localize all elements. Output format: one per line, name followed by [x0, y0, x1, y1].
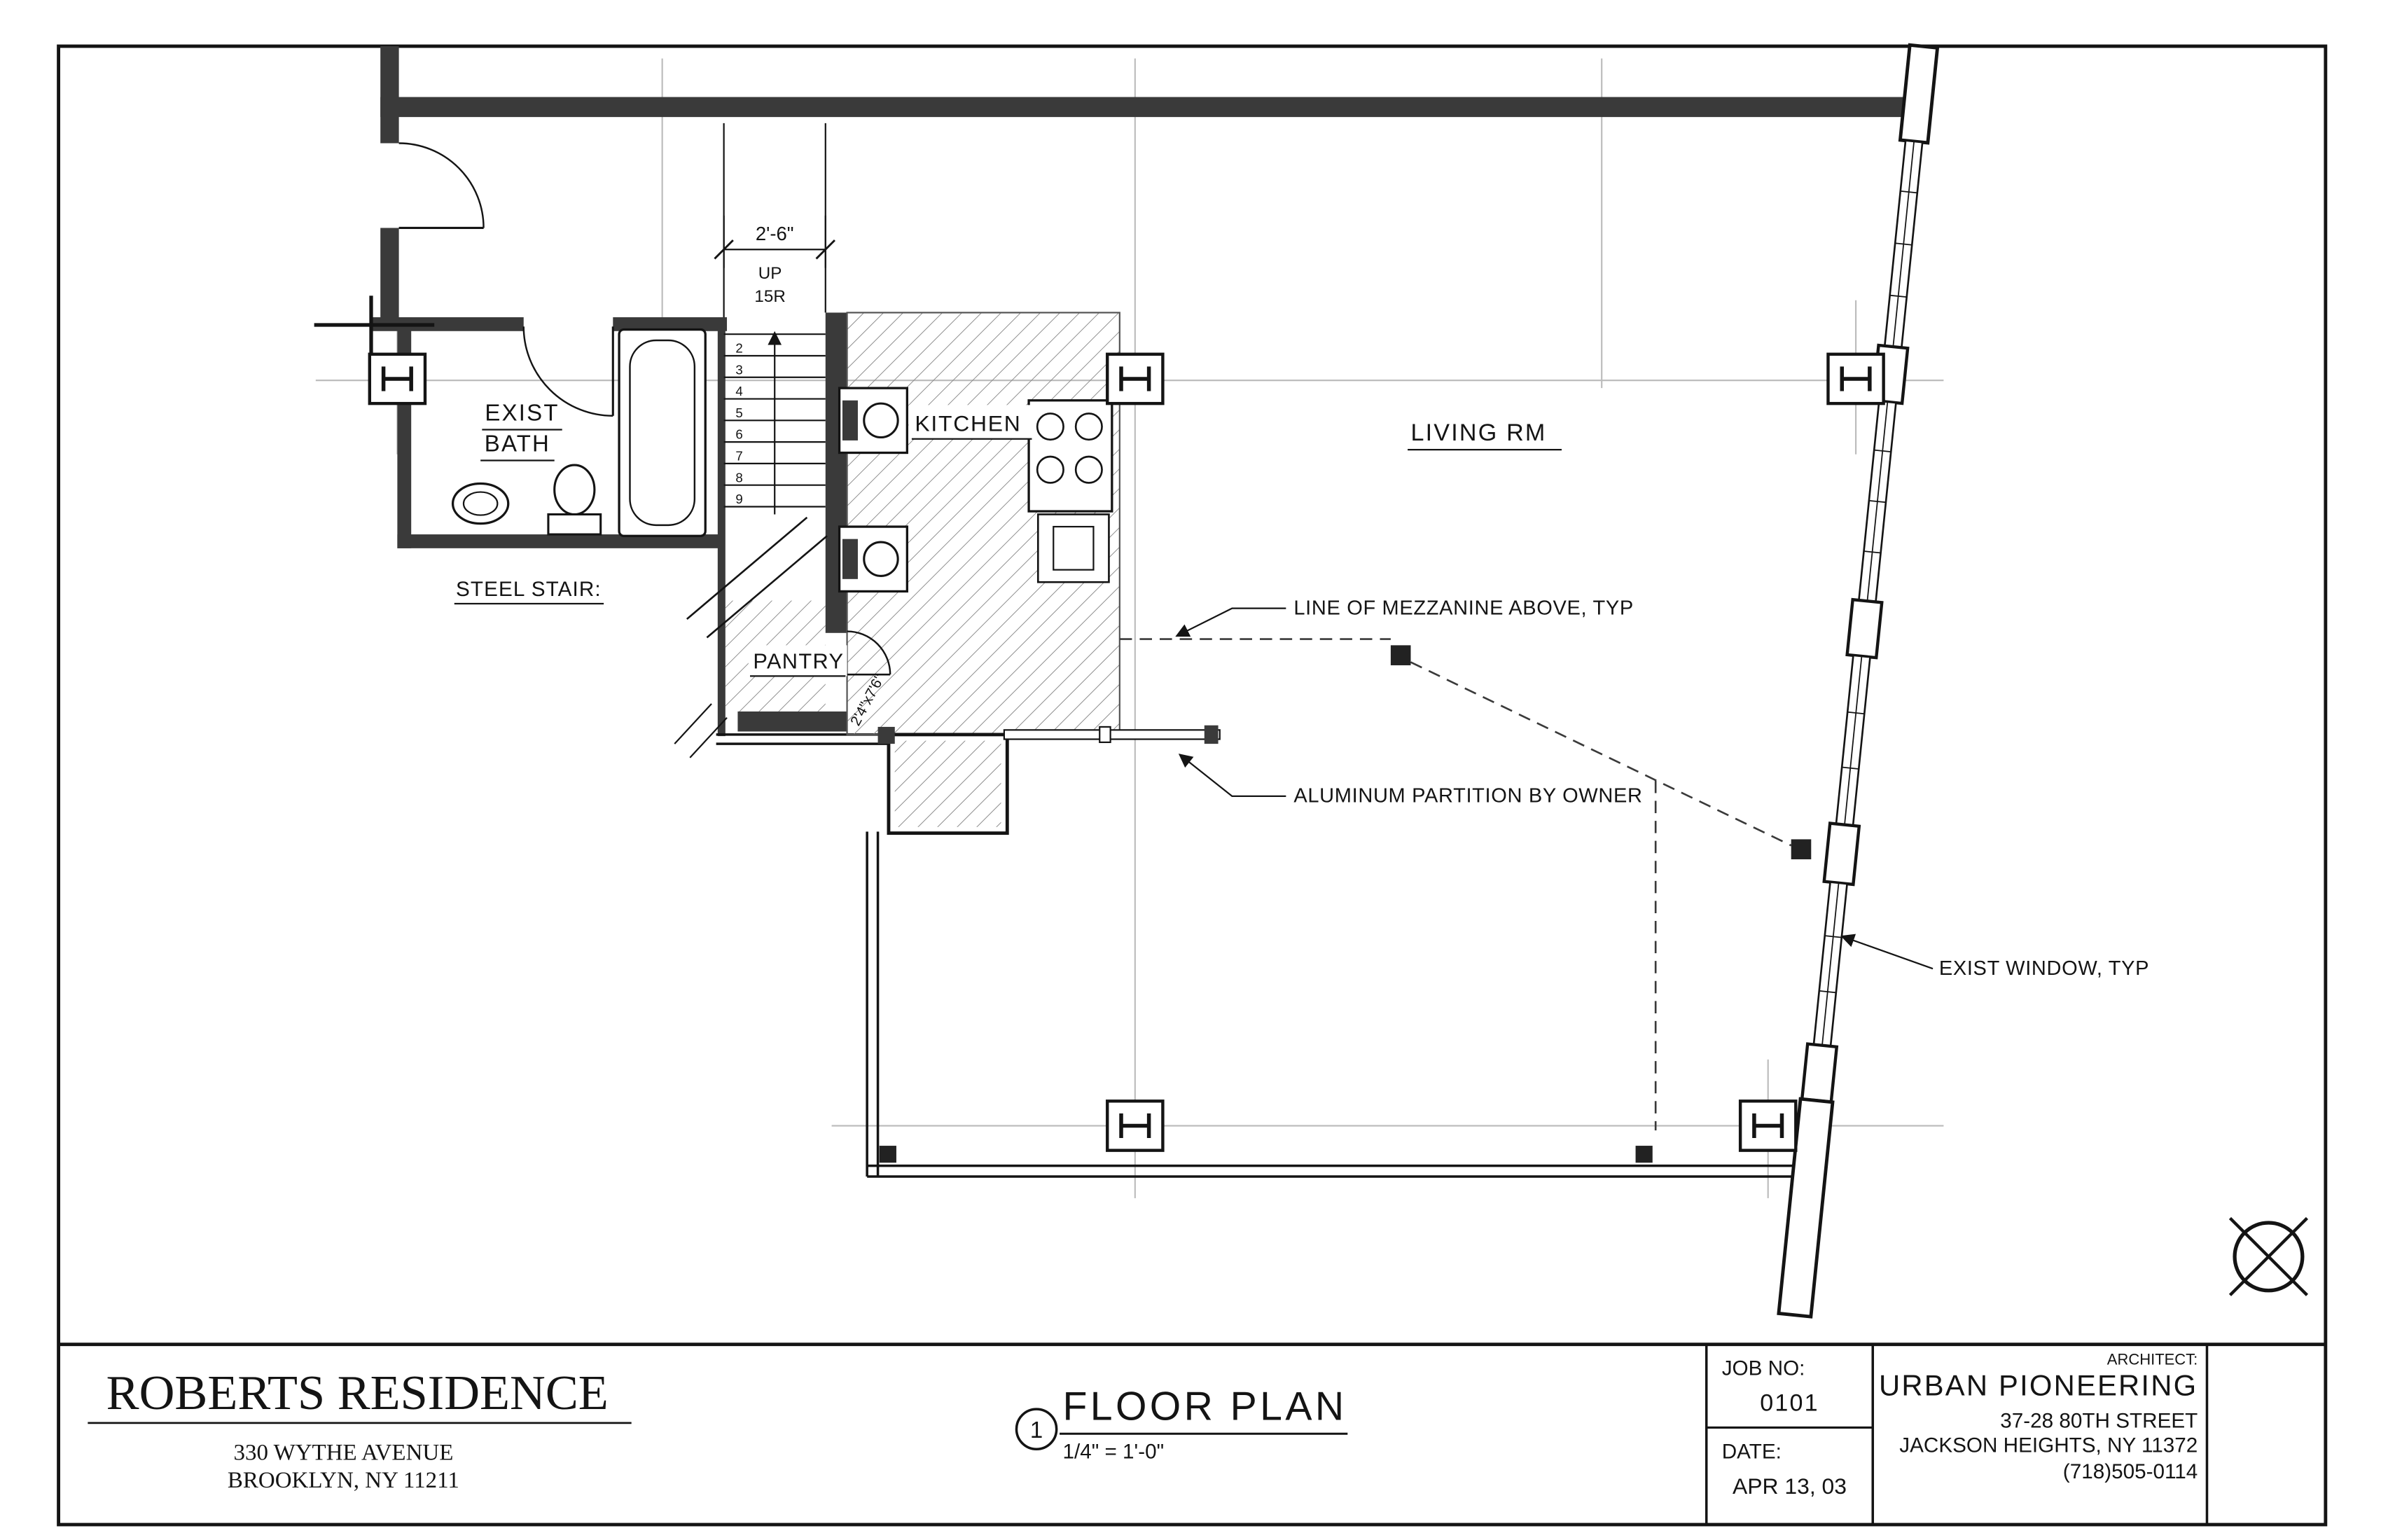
pantry-wall	[737, 711, 847, 732]
tread-number: 7	[735, 449, 742, 464]
steel-columns	[368, 352, 1885, 1152]
column-square	[1390, 645, 1411, 665]
stair-numbers: 2 3 4 5 6 7 8 9	[735, 341, 742, 507]
window-segment	[1857, 400, 1897, 603]
job-number: 0101	[1760, 1389, 1819, 1416]
bathroom	[451, 326, 707, 537]
label-pantry: PANTRY	[753, 648, 844, 673]
bathtub	[618, 328, 707, 537]
column-square	[1791, 839, 1812, 860]
window-segment	[1883, 139, 1924, 349]
project-address-2: BROOKLYN, NY 11211	[228, 1468, 459, 1493]
label-up: UP	[758, 264, 782, 283]
date-value: APR 13, 03	[1733, 1473, 1847, 1499]
tread-number: 8	[735, 470, 742, 485]
label-kitchen: KITCHEN	[915, 411, 1021, 436]
column-symbol	[1826, 352, 1885, 405]
note-exist-window: EXIST WINDOW, TYP	[1939, 957, 2149, 980]
kitchen-sink-2	[838, 525, 908, 593]
leader-lines	[1175, 607, 1934, 970]
label-risers: 15R	[754, 287, 785, 306]
tread-number: 9	[735, 492, 742, 506]
closet	[887, 733, 1009, 835]
label-exist-bath-1: EXIST	[485, 399, 559, 425]
window-segment	[1812, 881, 1849, 1048]
tread-number: 2	[735, 341, 742, 356]
stove	[1027, 399, 1113, 513]
column-symbol	[1738, 1099, 1798, 1152]
architect-phone: (718)505-0114	[2063, 1460, 2198, 1483]
label-steel-stair: STEEL STAIR:	[456, 578, 602, 601]
top-wall	[380, 97, 1921, 118]
detail-number: 1	[1030, 1417, 1043, 1443]
column-symbol	[1106, 1099, 1165, 1152]
north-arrow-icon	[2228, 1216, 2308, 1296]
toilet	[547, 464, 602, 536]
walls	[314, 46, 1921, 1178]
column-symbol	[368, 352, 427, 405]
date-label: DATE:	[1722, 1440, 1782, 1463]
drawing-scale: 1/4" = 1'-0"	[1062, 1440, 1164, 1463]
column-symbol	[1106, 352, 1165, 405]
architect-street: 37-28 80TH STREET	[2000, 1409, 2198, 1432]
counter-unit	[1036, 513, 1110, 583]
stair-width-dimension: 2'-6"	[714, 215, 835, 268]
tread-number: 6	[735, 427, 742, 442]
project-address-1: 330 WYTHE AVENUE	[234, 1441, 454, 1466]
kitchen-area	[725, 312, 1120, 736]
title-block: ROBERTS RESIDENCE 330 WYTHE AVENUE BROOK…	[58, 1343, 2326, 1525]
window-segment	[1835, 654, 1871, 827]
architect-label: ARCHITECT:	[2107, 1350, 2198, 1368]
architect-name: URBAN PIONEERING	[1879, 1368, 2198, 1401]
tread-number: 5	[735, 405, 742, 420]
aluminum-partition	[877, 725, 1221, 744]
drawing-title: FLOOR PLAN	[1062, 1384, 1347, 1429]
labels: EXIST BATH KITCHEN LIVING RM STEEL STAIR…	[454, 399, 2149, 980]
project-title: ROBERTS RESIDENCE	[106, 1366, 609, 1420]
steel-stair: 2 3 4 5 6 7 8 9 2'-6" UP 15R	[686, 215, 835, 639]
detail-bubble	[1015, 1408, 1058, 1451]
job-label: JOB NO:	[1722, 1357, 1805, 1380]
bath-sink	[451, 482, 510, 525]
tread-number: 4	[735, 384, 742, 398]
note-mezzanine: LINE OF MEZZANINE ABOVE, TYP	[1293, 597, 1634, 619]
dim-stair-width: 2'-6"	[756, 223, 794, 244]
column-square	[1635, 1146, 1653, 1163]
label-exist-bath-2: BATH	[485, 430, 550, 456]
mezzanine-lines	[1119, 638, 1812, 1131]
column-square	[879, 1146, 896, 1163]
sheet-border	[57, 44, 2328, 1527]
note-partition: ALUMINUM PARTITION BY OWNER	[1293, 785, 1642, 807]
end-wall	[1777, 1097, 1835, 1319]
bath-door	[522, 326, 614, 417]
entry-door	[398, 142, 485, 229]
label-living-rm: LIVING RM	[1410, 419, 1546, 446]
grid-lines	[315, 58, 1944, 1198]
tread-number: 3	[735, 362, 742, 377]
kitchen-sink-1	[838, 387, 908, 455]
architect-city: JACKSON HEIGHTS, NY 11372	[1899, 1434, 2198, 1457]
